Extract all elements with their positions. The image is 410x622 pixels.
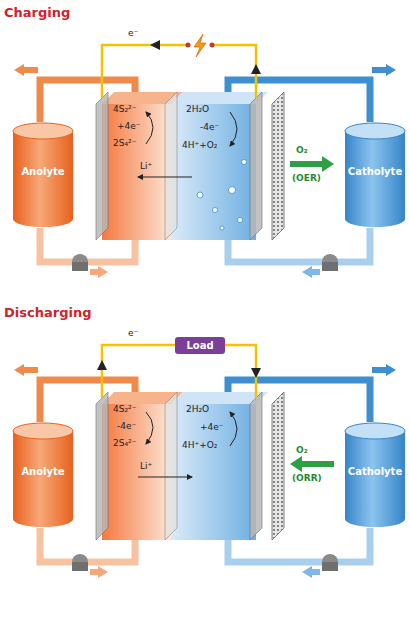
charging-circuit xyxy=(102,34,334,230)
load-box: Load xyxy=(175,337,225,354)
reaction-label: e⁻ xyxy=(128,28,138,39)
tank-label: Catholyte xyxy=(340,166,410,177)
reaction-label: Li⁺ xyxy=(140,161,152,172)
storage-tank: Catholyte xyxy=(340,122,410,228)
tank-label: Anolyte xyxy=(8,466,78,477)
reaction-label: 4H⁺+O₂ xyxy=(182,440,217,451)
reaction-label: 4S₂²⁻ xyxy=(113,104,136,115)
reaction-label: (OER) xyxy=(292,173,321,184)
panel-heading: Charging xyxy=(4,5,70,21)
discharging-circuit xyxy=(97,345,334,477)
reaction-label: +4e⁻ xyxy=(117,121,141,132)
reaction-label: 2S₄²⁻ xyxy=(113,438,136,449)
reaction-label: 2S₄²⁻ xyxy=(113,138,136,149)
reaction-label: 2H₂O xyxy=(186,104,209,115)
reaction-label: 2H₂O xyxy=(186,404,209,415)
reaction-label: 4H⁺+O₂ xyxy=(182,140,217,151)
tank-label: Anolyte xyxy=(8,166,78,177)
load-label: Load xyxy=(182,339,218,352)
reaction-label: Li⁺ xyxy=(140,461,152,472)
storage-tank: Anolyte xyxy=(8,422,78,528)
storage-tank: Catholyte xyxy=(340,422,410,528)
panel-heading: Discharging xyxy=(4,305,91,321)
reaction-label: O₂ xyxy=(296,145,308,156)
reaction-label: -4e⁻ xyxy=(200,122,219,133)
storage-tank: Anolyte xyxy=(8,122,78,228)
reaction-label: -4e⁻ xyxy=(117,421,136,432)
reaction-label: O₂ xyxy=(296,445,308,456)
cell-assembly xyxy=(14,364,396,578)
reaction-label: +4e⁻ xyxy=(200,422,224,433)
tank-label: Catholyte xyxy=(340,466,410,477)
reaction-label: e⁻ xyxy=(128,328,138,339)
reaction-label: 4S₂²⁻ xyxy=(113,404,136,415)
reaction-label: (ORR) xyxy=(292,473,322,484)
cell-assembly xyxy=(14,64,396,278)
